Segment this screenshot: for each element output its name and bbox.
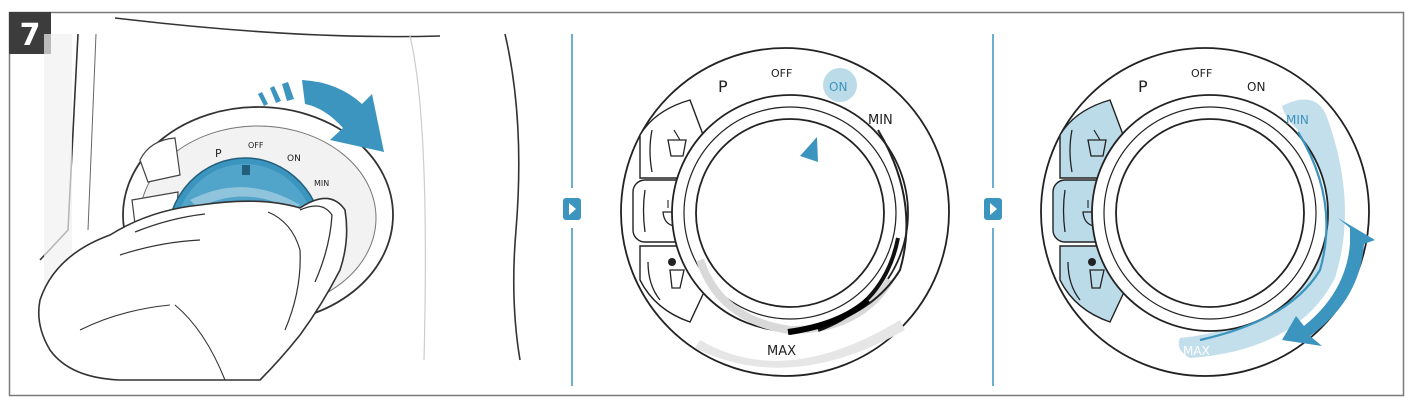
panel1-label-on: ON: [287, 154, 301, 164]
panel1-label-min: MIN: [314, 179, 329, 188]
panel1-label-off: OFF: [248, 141, 264, 150]
dial-knob-face[interactable]: [695, 118, 885, 308]
panel-hand-turning-knob: P OFF ON MIN: [37, 17, 521, 381]
hand-turning-knob-illustration: [37, 197, 348, 381]
panel2-label-on: ON: [829, 80, 847, 94]
panel3-label-on: ON: [1247, 80, 1265, 94]
step-badge: 7: [9, 12, 51, 54]
panel-dial-speed-range: P OFF ON MIN MAX: [1040, 47, 1375, 377]
dial-knob-face[interactable]: [1115, 118, 1305, 308]
step-divider-2: [984, 34, 1002, 386]
speed-scale-arc: [1199, 131, 1328, 342]
min-max-range-highlight: [1178, 99, 1345, 359]
speed-adjust-double-arrow-icon: [1282, 218, 1375, 346]
panel-dial-on: P OFF ON MIN MAX: [620, 47, 950, 377]
step-number: 7: [20, 18, 41, 53]
ice-crush-program-icon[interactable]: [649, 129, 687, 173]
next-step-arrow-icon: [990, 203, 997, 215]
panel2-label-p: P: [718, 77, 728, 96]
panel2-label-max: MAX: [767, 344, 796, 359]
smoothie-program-icon[interactable]: [647, 258, 685, 301]
next-step-arrow-icon: [569, 203, 576, 215]
panel2-label-off: OFF: [771, 67, 792, 80]
panel1-label-p: P: [215, 147, 222, 160]
start-position-pointer-icon: [800, 137, 818, 162]
smoothie-program-icon[interactable]: [1067, 258, 1105, 301]
panel3-label-p: P: [1138, 77, 1148, 96]
rotate-right-arrow-icon: [258, 80, 384, 152]
panel3-label-off: OFF: [1191, 67, 1212, 80]
on-position-highlight: [823, 68, 857, 102]
ice-crush-program-icon[interactable]: [1069, 129, 1107, 173]
panel3-label-min: MIN: [1286, 113, 1309, 127]
panel2-label-min: MIN: [868, 113, 893, 128]
panel3-label-max: MAX: [1183, 344, 1210, 358]
step-divider-1: [563, 34, 581, 386]
